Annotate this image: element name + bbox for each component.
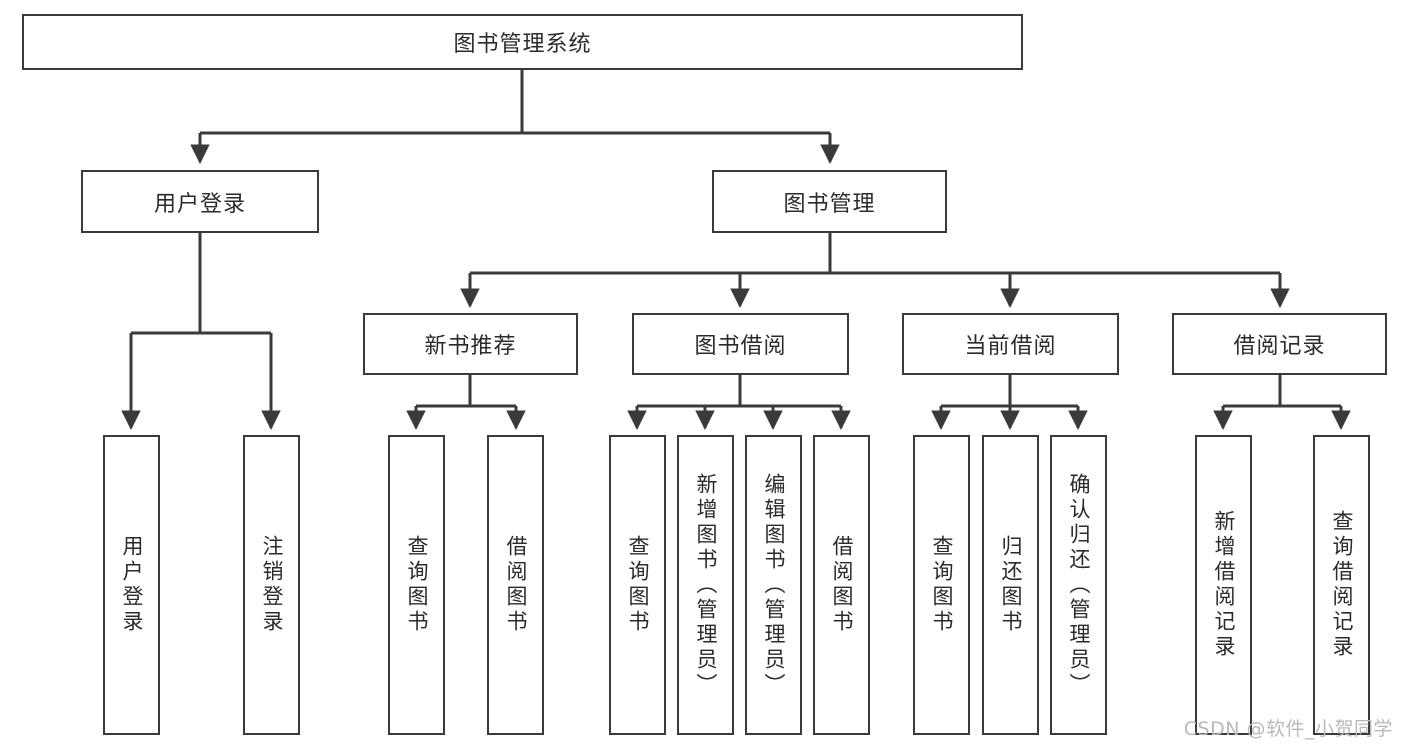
node-new-book-rec[interactable]: 新书推荐 [363,313,578,375]
node-borrow-record-label: 借阅记录 [1233,334,1326,359]
node-leaf-borrow-book-1[interactable]: 借阅图书 [487,435,544,735]
node-leaf-confirm-return-label: 确认归还（管理员） [1067,472,1091,698]
node-current-borrow-label: 当前借阅 [964,334,1057,359]
node-leaf-query-record[interactable]: 查询借阅记录 [1313,435,1370,735]
node-leaf-query-book-1-label: 查询图书 [405,535,429,635]
node-book-borrow-label: 图书借阅 [694,334,787,359]
node-leaf-user-logout-label: 注销登录 [260,535,284,635]
node-new-book-rec-label: 新书推荐 [424,334,517,359]
node-book-manage[interactable]: 图书管理 [712,170,947,233]
node-leaf-edit-book[interactable]: 编辑图书（管理员） [745,435,802,735]
node-leaf-query-book-3[interactable]: 查询图书 [913,435,970,735]
node-leaf-add-record[interactable]: 新增借阅记录 [1195,435,1252,735]
node-user-login[interactable]: 用户登录 [81,170,319,233]
node-leaf-user-login-label: 用户登录 [120,535,144,635]
node-leaf-add-book-label: 新增图书（管理员） [694,472,718,698]
node-book-borrow[interactable]: 图书借阅 [632,313,849,375]
node-leaf-user-logout[interactable]: 注销登录 [243,435,300,735]
node-book-manage-label: 图书管理 [783,191,876,217]
node-current-borrow[interactable]: 当前借阅 [902,313,1119,375]
node-leaf-query-book-1[interactable]: 查询图书 [388,435,445,735]
node-leaf-return-book[interactable]: 归还图书 [982,435,1039,735]
node-leaf-borrow-book-1-label: 借阅图书 [504,535,528,635]
node-leaf-query-record-label: 查询借阅记录 [1330,510,1354,660]
node-leaf-confirm-return[interactable]: 确认归还（管理员） [1050,435,1107,735]
node-leaf-return-book-label: 归还图书 [999,535,1023,635]
node-leaf-user-login[interactable]: 用户登录 [103,435,160,735]
node-user-login-label: 用户登录 [153,191,246,217]
node-leaf-edit-book-label: 编辑图书（管理员） [762,472,786,698]
watermark-label: CSDN @软件_小贺同学 [1183,718,1393,740]
node-leaf-add-record-label: 新增借阅记录 [1212,510,1236,660]
node-leaf-borrow-book-2-label: 借阅图书 [830,535,854,635]
node-leaf-add-book[interactable]: 新增图书（管理员） [677,435,734,735]
node-leaf-query-book-3-label: 查询图书 [930,535,954,635]
node-root-label: 图书管理系统 [453,32,592,57]
node-leaf-query-book-2[interactable]: 查询图书 [609,435,666,735]
node-leaf-borrow-book-2[interactable]: 借阅图书 [813,435,870,735]
node-borrow-record[interactable]: 借阅记录 [1172,313,1387,375]
node-root[interactable]: 图书管理系统 [22,14,1023,70]
node-leaf-query-book-2-label: 查询图书 [626,535,650,635]
